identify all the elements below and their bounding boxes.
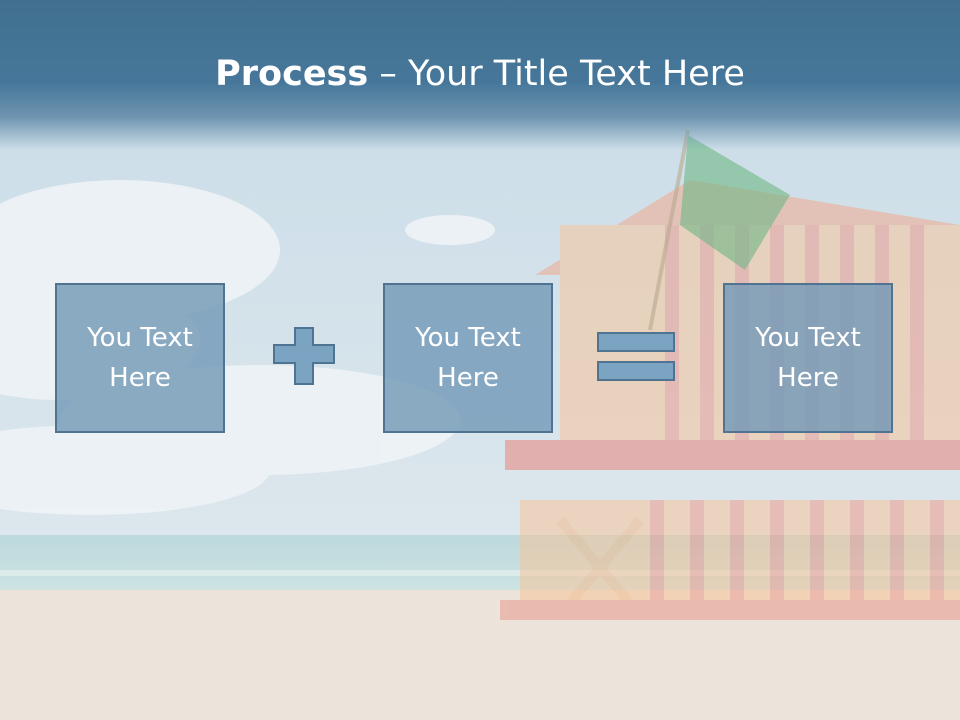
process-box-1-text: You Text Here [87, 323, 193, 393]
process-box-2-text: You Text Here [415, 323, 521, 393]
plus-center-fill [275, 346, 333, 362]
process-box-3[interactable]: You Text Here [723, 283, 893, 433]
process-box-3-text: You Text Here [755, 323, 861, 393]
title-bold-text: Process [215, 54, 369, 94]
slide-title[interactable]: Process – Your Title Text Here [0, 52, 960, 96]
title-rest-text: – Your Title Text Here [368, 54, 745, 94]
equals-bottom-bar [597, 361, 675, 381]
equals-top-bar [597, 332, 675, 352]
process-box-1[interactable]: You Text Here [55, 283, 225, 433]
process-box-2[interactable]: You Text Here [383, 283, 553, 433]
title-bar [0, 0, 960, 150]
